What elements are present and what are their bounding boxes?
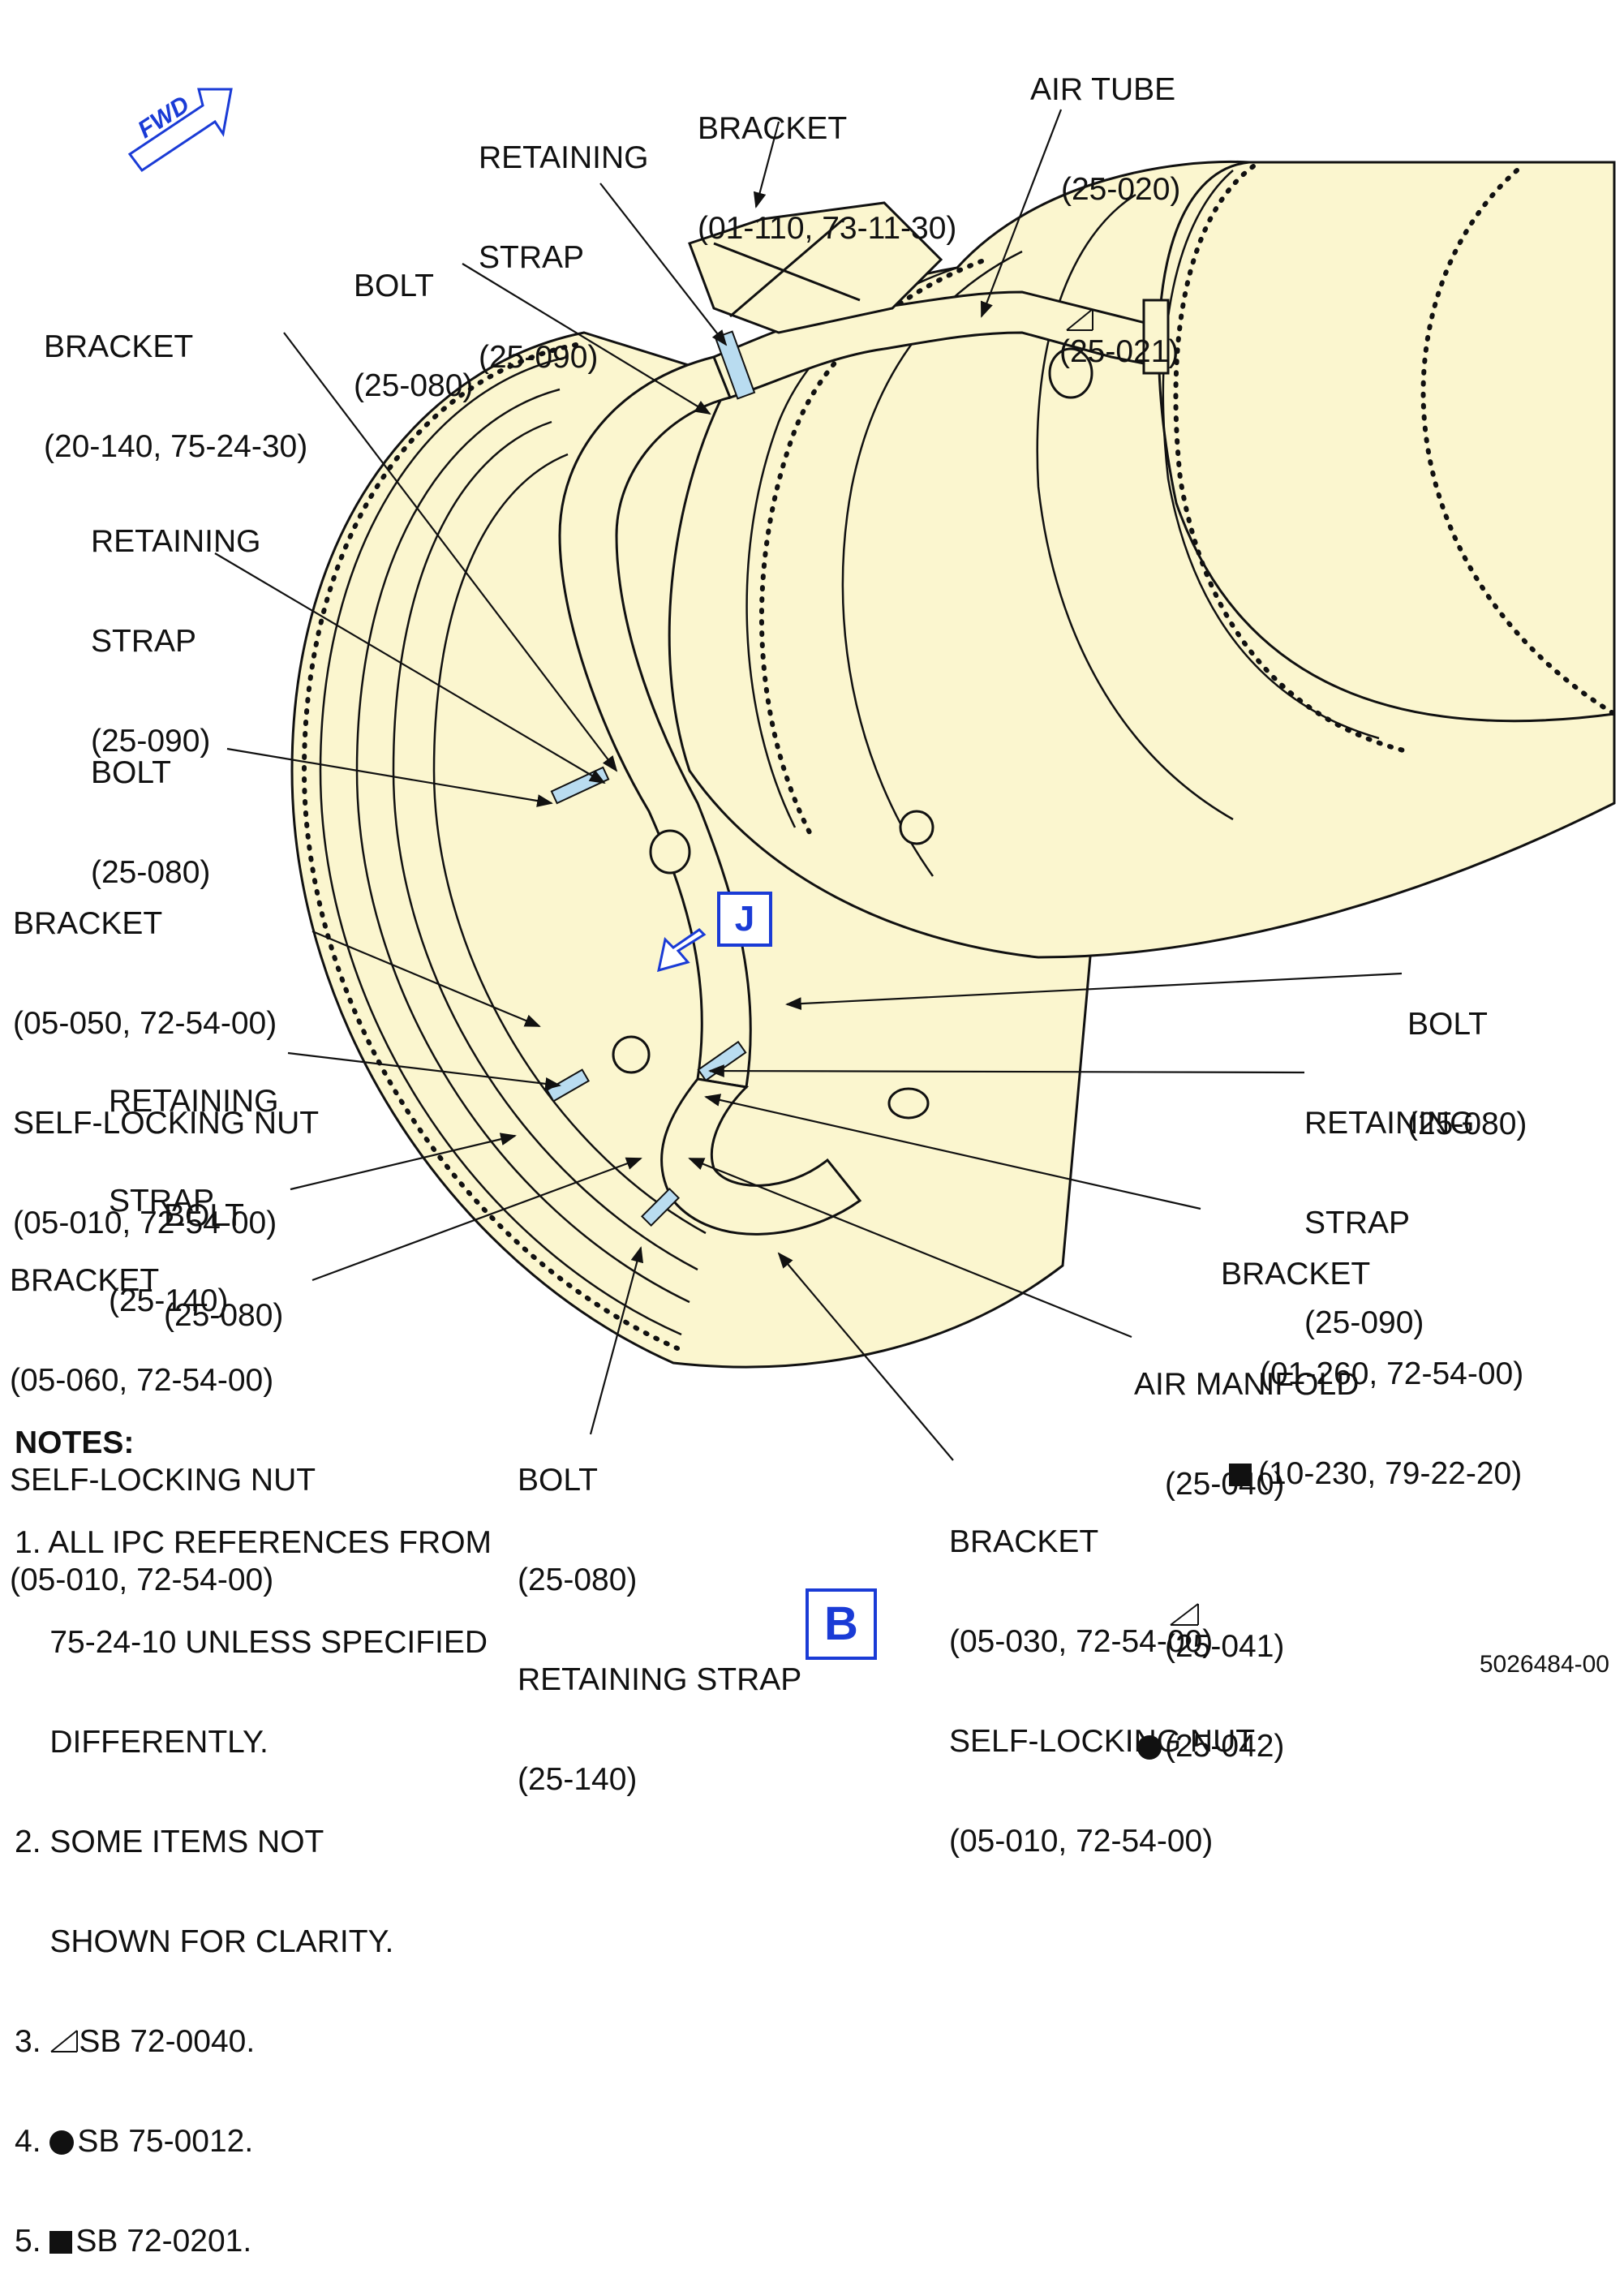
label-line: (25-080) [91, 855, 211, 890]
note-line: 2. SOME ITEMS NOT [15, 1825, 324, 1859]
filled-circle-icon [1137, 1735, 1162, 1760]
label-line: RETAINING [479, 140, 649, 175]
label-line: BRACKET [13, 906, 163, 941]
label-line: (25-140) [109, 1283, 229, 1318]
label-line: (05-030, 72-54-00) [949, 1624, 1214, 1659]
label-line: STRAP [479, 240, 585, 275]
label-line: (05-050, 72-54-00) [13, 1006, 277, 1041]
engine-illustration [127, 88, 1617, 1461]
label-line: (05-010, 72-54-00) [949, 1824, 1214, 1859]
label-line: BRACKET [1221, 1257, 1371, 1292]
label-retaining-strap-left: RETAINING STRAP (25-090) [91, 458, 260, 791]
label-air-tube: AIR TUBE (25-020) (25-021) [1030, 6, 1180, 402]
label-line: SELF-LOCKING NUT [13, 1106, 320, 1141]
label-line: AIR MANIFOLD [1134, 1367, 1360, 1402]
label-line: RETAINING STRAP [518, 1662, 802, 1697]
label-line: (25-041) [1165, 1629, 1285, 1664]
notes-heading: NOTES: [15, 1425, 135, 1460]
label-line: RETAINING [109, 1084, 279, 1119]
label-line: (25-090) [1304, 1305, 1424, 1340]
label-line: BOLT [518, 1463, 598, 1498]
detail-j-tag: J [717, 892, 772, 947]
note-sb-ref: SB 72-0040. [79, 2024, 256, 2059]
fwd-arrow-icon [127, 88, 233, 173]
note-line: SHOWN FOR CLARITY. [15, 1924, 394, 1959]
label-line: (25-080) [354, 368, 474, 403]
view-b-tag: B [806, 1588, 877, 1660]
label-line: SELF-LOCKING NUT [10, 1463, 316, 1498]
retaining-straps [545, 330, 756, 1227]
bracket-top-plate [688, 201, 943, 334]
note-number: 3. [15, 2024, 50, 2059]
note-number: 5. [15, 2224, 50, 2259]
label-line: (25-042) [1165, 1729, 1285, 1764]
label-line: STRAP [1304, 1206, 1411, 1240]
label-line: (25-090) [91, 724, 211, 759]
label-line: RETAINING [91, 524, 261, 559]
label-bolt-top: BOLT (25-080) [354, 203, 473, 436]
detail-j-arrow [657, 928, 707, 973]
note-line-5: 5. SB 72-0201. [15, 2224, 492, 2258]
label-line: STRAP [91, 624, 197, 659]
label-line: BOLT [1407, 1007, 1488, 1042]
label-bolt-left: BOLT (25-080) [91, 690, 210, 922]
label-line: (20-140, 75-24-30) [44, 429, 308, 464]
label-bolt-bottom: BOLT (25-080) RETAINING STRAP (25-140) [518, 1397, 801, 1829]
label-retaining-strap-right: RETAINING STRAP (25-090) [1304, 1040, 1474, 1373]
label-line: BOLT [354, 269, 434, 303]
filled-square-icon [49, 2231, 73, 2254]
label-bracket-top: BRACKET (01-110, 73-11-30) [698, 45, 956, 278]
label-line: (25-080) [164, 1298, 284, 1333]
label-bracket-01-260: BRACKET (01-260, 72-54-00) (10-230, 79-2… [1221, 1191, 1523, 1524]
triangle-flag-icon [1030, 273, 1094, 331]
label-line: (05-060, 72-54-00) [10, 1363, 274, 1398]
note-sb-ref: SB 75-0012. [77, 2124, 254, 2159]
note-sb-ref: SB 72-0201. [75, 2224, 252, 2259]
leader-lines [214, 109, 1403, 1461]
label-line: (25-090) [479, 340, 599, 375]
label-line: BRACKET [10, 1263, 160, 1298]
label-line: (05-010, 72-54-00) [10, 1562, 274, 1597]
air-manifold [558, 355, 862, 1236]
label-line: BRACKET [698, 111, 848, 146]
filled-square-icon [1229, 1464, 1252, 1486]
label-line: (01-110, 73-11-30) [698, 211, 957, 246]
note-line: 75-24-10 UNLESS SPECIFIED [15, 1625, 488, 1660]
label-bracket-left-top: BRACKET (20-140, 75-24-30) [44, 264, 307, 496]
label-line: BOLT [91, 755, 171, 790]
label-line: BRACKET [44, 329, 194, 364]
drawing-number: 5026484-00 [1479, 1651, 1609, 1678]
note-line: 1. ALL IPC REFERENCES FROM [15, 1525, 492, 1560]
label-line: AIR TUBE [1030, 72, 1176, 107]
filled-circle-icon [49, 2130, 75, 2155]
label-line: (01-260, 72-54-00) [1260, 1356, 1524, 1391]
note-number: 4. [15, 2124, 50, 2159]
label-bolt-right: BOLT (25-080) [1407, 941, 1527, 1174]
note-line: DIFFERENTLY. [15, 1725, 269, 1760]
label-line: BRACKET [949, 1524, 1099, 1559]
label-line: (10-230, 79-22-20) [1258, 1456, 1523, 1491]
label-retaining-strap-140: RETAINING STRAP (25-140) [109, 1018, 278, 1351]
triangle-flag-icon [49, 2027, 79, 2055]
label-retaining-strap-top: RETAINING STRAP (25-090) [479, 75, 648, 407]
case-holes [612, 347, 1093, 1120]
note-line-4: 4. SB 75-0012. [15, 2125, 492, 2158]
label-line: RETAINING [1304, 1106, 1475, 1141]
label-line: (25-140) [518, 1762, 638, 1797]
label-line: (25-080) [518, 1562, 638, 1597]
label-line: (05-010, 72-54-00) [13, 1206, 277, 1240]
label-line: (25-080) [1407, 1107, 1527, 1141]
label-bracket-05-060: BRACKET (05-060, 72-54-00) SELF-LOCKING … [10, 1197, 316, 1630]
flange-rings [319, 170, 1380, 1336]
label-bracket-05-050: BRACKET (05-050, 72-54-00) SELF-LOCKING … [13, 840, 319, 1273]
note-line-3: 3. SB 72-0040. [15, 2025, 492, 2058]
label-line: BOLT [164, 1198, 244, 1233]
triangle-flag-icon [1134, 1567, 1200, 1626]
label-line: (25-021) [1059, 334, 1179, 369]
notes-block: NOTES: 1. ALL IPC REFERENCES FROM 75-24-… [15, 1360, 492, 2291]
label-line: (25-040) [1165, 1467, 1285, 1502]
label-bolt-lower-left: BOLT (25-080) [164, 1133, 283, 1365]
label-line: (25-020) [1061, 172, 1181, 207]
label-line: STRAP [109, 1184, 215, 1219]
